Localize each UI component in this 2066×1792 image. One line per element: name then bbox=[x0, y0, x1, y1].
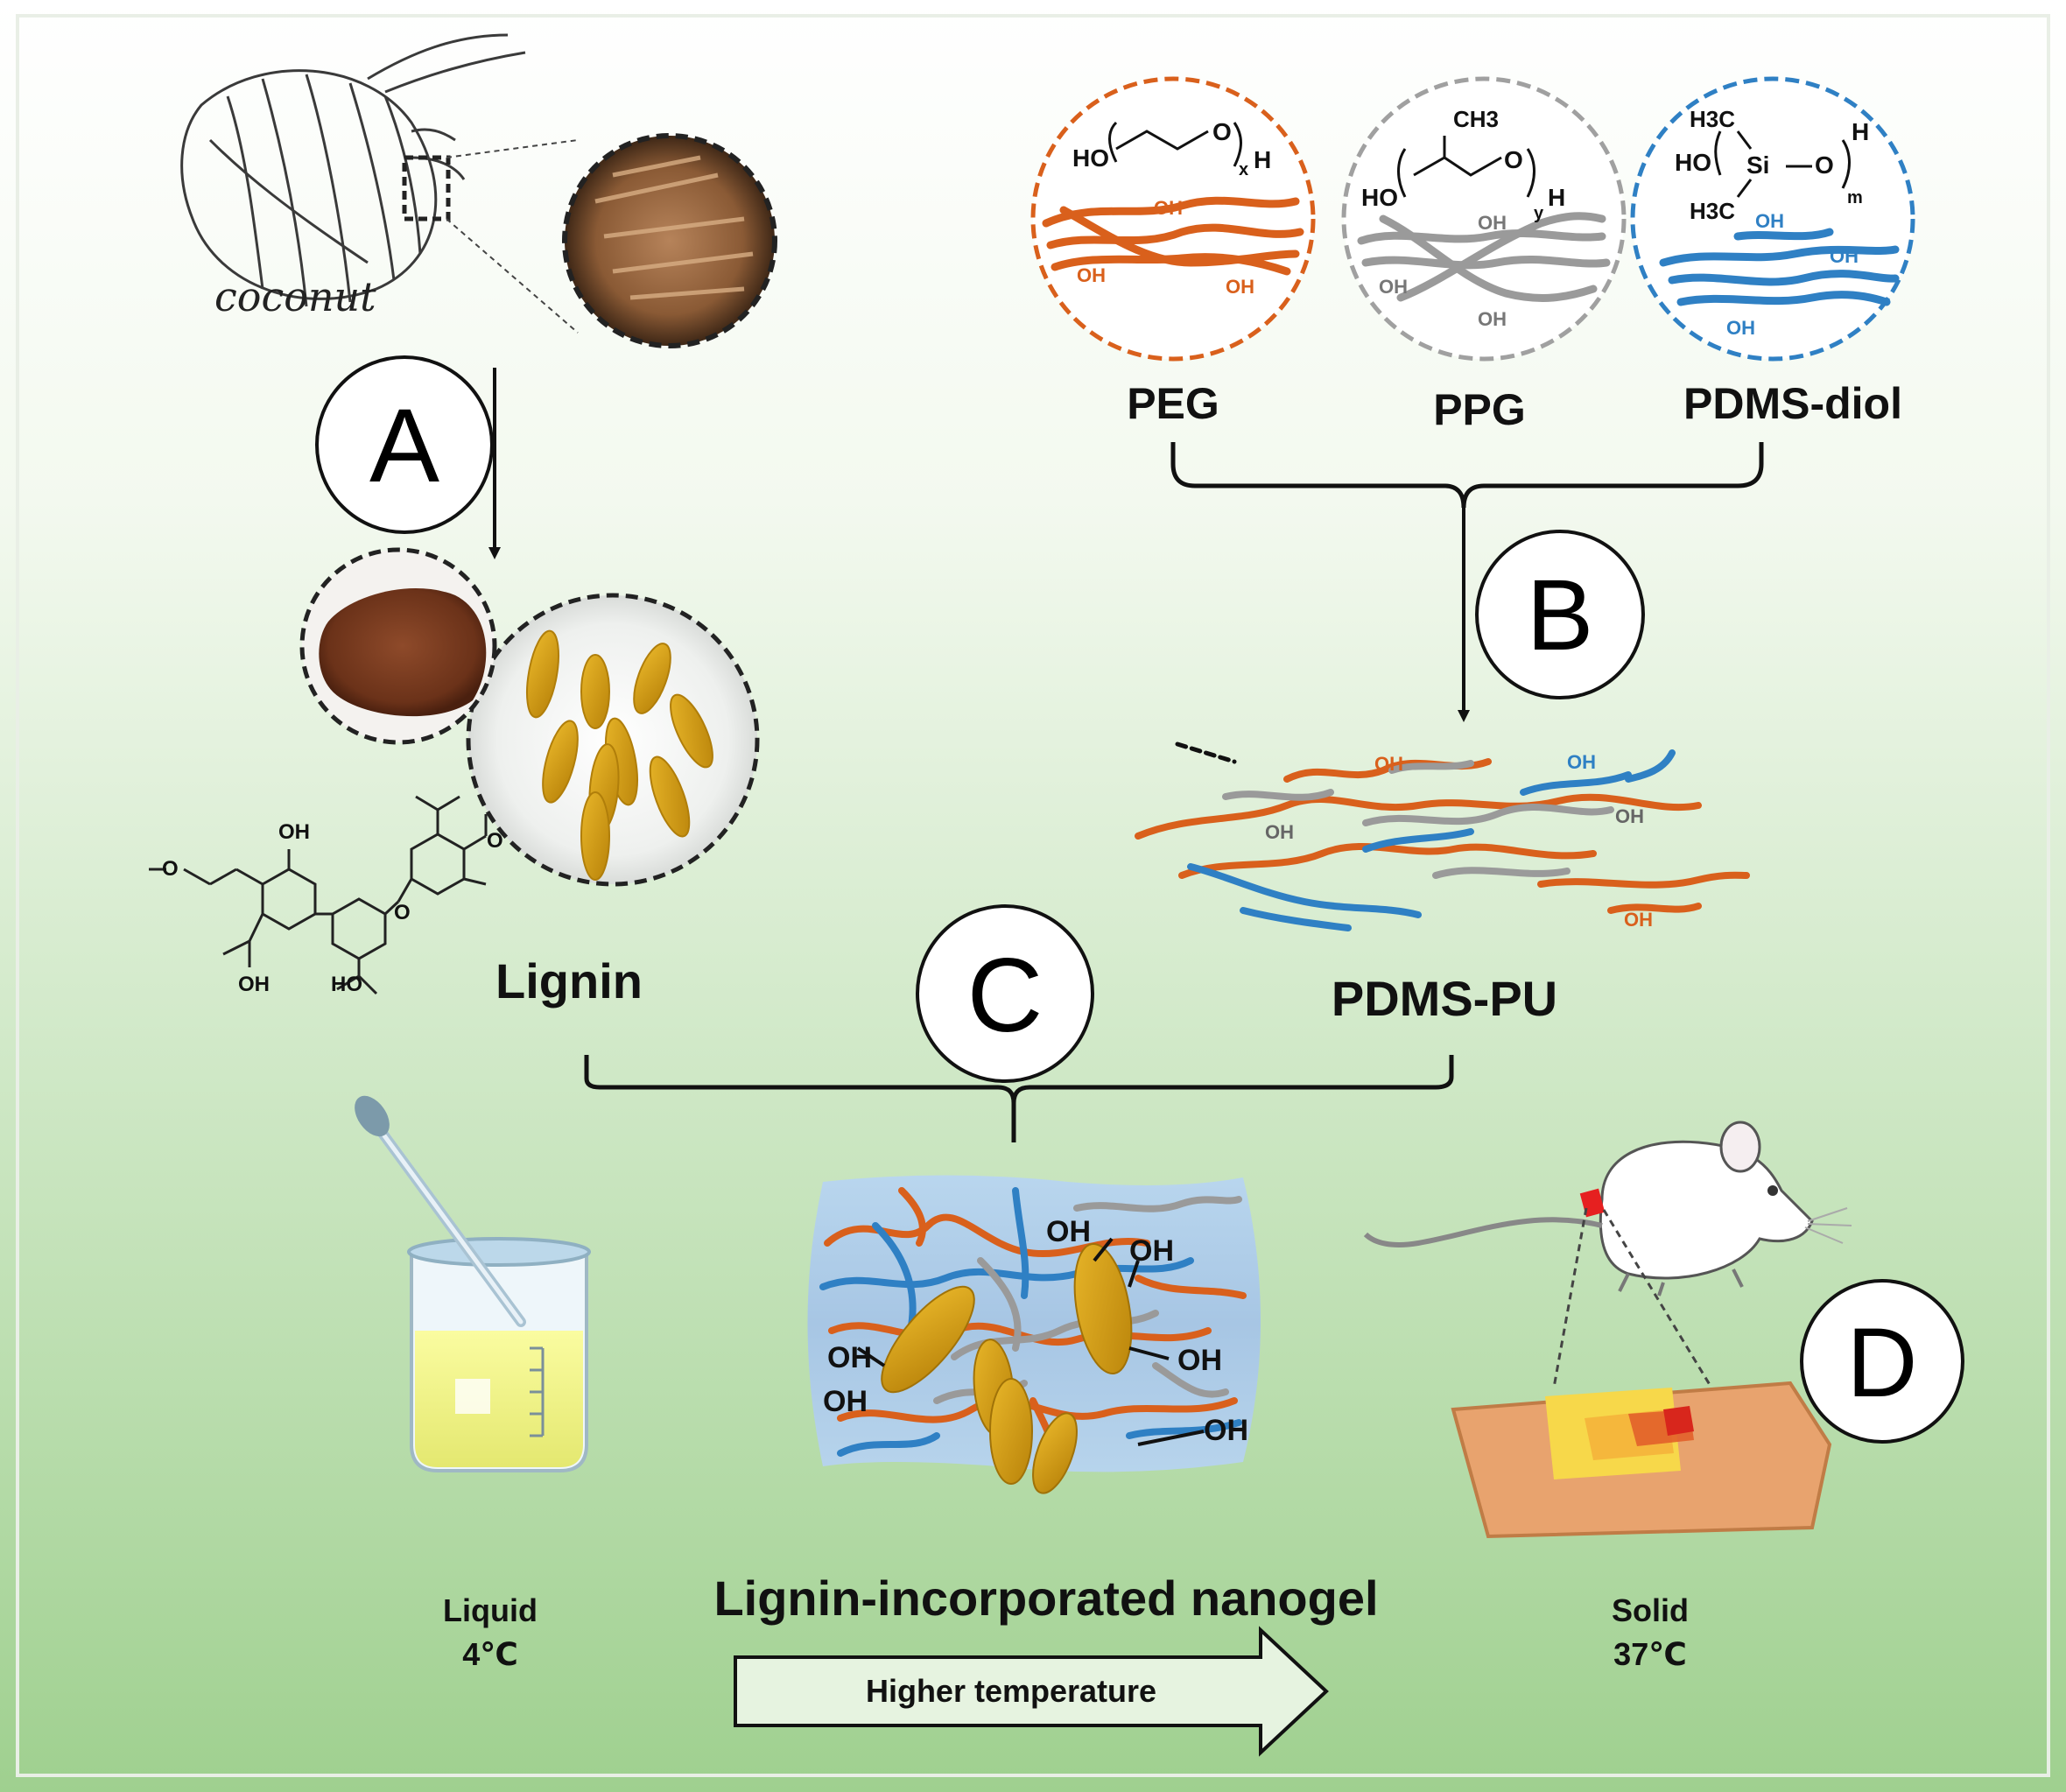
lignin-oh-bottom: OH bbox=[238, 973, 270, 996]
beaker-liquid bbox=[407, 1237, 591, 1472]
pdms-formula-si: Si bbox=[1746, 151, 1769, 179]
pdms-formula-m: m bbox=[1847, 188, 1863, 207]
bracket-c bbox=[584, 1055, 1454, 1142]
ppg-oh-3: OH bbox=[1478, 308, 1507, 330]
temperature-arrow bbox=[734, 1626, 1329, 1757]
step-b-letter: B bbox=[1527, 559, 1594, 671]
peg-formula-h: H bbox=[1254, 146, 1271, 173]
coconut-zoom-box bbox=[402, 155, 451, 221]
ppg-oh-2: OH bbox=[1379, 276, 1408, 298]
step-d-marker: D bbox=[1800, 1279, 1964, 1444]
pdms-formula-o: O bbox=[1815, 151, 1834, 179]
lignin-methoxy-o: O bbox=[162, 857, 179, 881]
peg-circle bbox=[1030, 76, 1316, 362]
peg-formula-x: x bbox=[1239, 160, 1248, 179]
zoom-line-bottom bbox=[446, 218, 579, 334]
zoom-line-top bbox=[446, 139, 579, 158]
gel-oh-1: OH bbox=[1046, 1215, 1091, 1248]
liquid-state-label: Liquid bbox=[443, 1592, 538, 1628]
solid-state-label: Solid bbox=[1612, 1592, 1689, 1628]
pu-oh-3: OH bbox=[1265, 821, 1294, 843]
peg-formula-ho: HO bbox=[1072, 144, 1109, 172]
pdms-formula-h3c-top: H3C bbox=[1690, 106, 1735, 132]
gel-oh-5: OH bbox=[1177, 1344, 1222, 1377]
frame-border bbox=[16, 14, 2050, 1777]
pu-oh-2: OH bbox=[1567, 751, 1596, 773]
pdms-circle bbox=[1630, 76, 1915, 362]
ppg-formula-ch3: CH3 bbox=[1453, 106, 1499, 132]
pu-oh-5: OH bbox=[1624, 909, 1653, 931]
peg-oh-2: OH bbox=[1077, 264, 1106, 286]
step-c-marker: C bbox=[916, 904, 1094, 1083]
peg-oh-1: OH bbox=[1154, 197, 1183, 219]
pu-oh-1: OH bbox=[1374, 753, 1403, 775]
ppg-oh-1: OH bbox=[1478, 212, 1507, 234]
lignin-ho-bottom: HO bbox=[331, 973, 362, 996]
ppg-label: PPG bbox=[1433, 385, 1526, 434]
coconut-fiber-photo bbox=[562, 133, 777, 348]
pdms-oh-1: OH bbox=[1755, 210, 1784, 232]
liquid-temp-label: 4℃ bbox=[462, 1636, 518, 1672]
peg-oh-3: OH bbox=[1226, 276, 1254, 298]
pdms-pu-network bbox=[1135, 741, 1750, 931]
lignin-particles-circle bbox=[466, 593, 760, 887]
step-a-marker: A bbox=[315, 355, 494, 534]
pdms-label: PDMS-diol bbox=[1683, 379, 1902, 428]
skin-patch bbox=[1451, 1381, 1832, 1539]
mouse-zoom-line-1 bbox=[1552, 1207, 1588, 1388]
pu-oh-4: OH bbox=[1615, 805, 1644, 827]
lignin-powder-photo bbox=[299, 547, 497, 745]
nanogel-network bbox=[807, 1175, 1261, 1494]
lignin-structure bbox=[149, 795, 488, 995]
pdms-oh-2: OH bbox=[1830, 245, 1859, 267]
pdms-formula-ho: HO bbox=[1675, 149, 1711, 176]
pipette bbox=[355, 1095, 526, 1327]
solid-temp-label: 37℃ bbox=[1613, 1636, 1687, 1672]
lignin-oh-top: OH bbox=[278, 820, 310, 844]
ppg-formula-h: H bbox=[1548, 184, 1565, 211]
ppg-formula-o: O bbox=[1504, 146, 1523, 173]
pu-label: PDMS-PU bbox=[1332, 971, 1557, 1026]
gel-oh-6: OH bbox=[1204, 1414, 1248, 1447]
ppg-circle bbox=[1341, 76, 1627, 362]
step-b-marker: B bbox=[1475, 530, 1645, 699]
mouse-illustration bbox=[1363, 1121, 1852, 1297]
lignin-ether-o-2: O bbox=[487, 829, 503, 853]
coconut-sketch bbox=[180, 33, 526, 307]
peg-formula-chain bbox=[1108, 121, 1242, 167]
temperature-arrow-label: Higher temperature bbox=[866, 1673, 1156, 1709]
peg-formula-o: O bbox=[1212, 118, 1232, 145]
lignin-ether-o-1: O bbox=[394, 901, 411, 924]
step-c-letter: C bbox=[967, 937, 1044, 1054]
pdms-formula-h: H bbox=[1852, 118, 1869, 145]
pdms-formula-h3c-bottom: H3C bbox=[1690, 198, 1735, 224]
pdms-oh-3: OH bbox=[1726, 317, 1755, 339]
gel-oh-3: OH bbox=[827, 1341, 872, 1374]
pdms-formula-bonds bbox=[1714, 130, 1851, 198]
nanogel-label: Lignin-incorporated nanogel bbox=[713, 1571, 1378, 1626]
ppg-formula-chain bbox=[1397, 136, 1535, 198]
coconut-caption: coconut bbox=[214, 273, 376, 320]
lignin-label: Lignin bbox=[495, 953, 643, 1008]
ppg-formula-ho: HO bbox=[1361, 184, 1398, 211]
ppg-formula-y: y bbox=[1534, 204, 1544, 223]
peg-label: PEG bbox=[1127, 379, 1219, 428]
mouse-zoom-line-2 bbox=[1602, 1209, 1713, 1388]
gel-oh-2: OH bbox=[1129, 1234, 1174, 1268]
step-a-letter: A bbox=[369, 387, 439, 504]
step-d-letter: D bbox=[1847, 1308, 1918, 1417]
gel-oh-4: OH bbox=[823, 1385, 868, 1418]
